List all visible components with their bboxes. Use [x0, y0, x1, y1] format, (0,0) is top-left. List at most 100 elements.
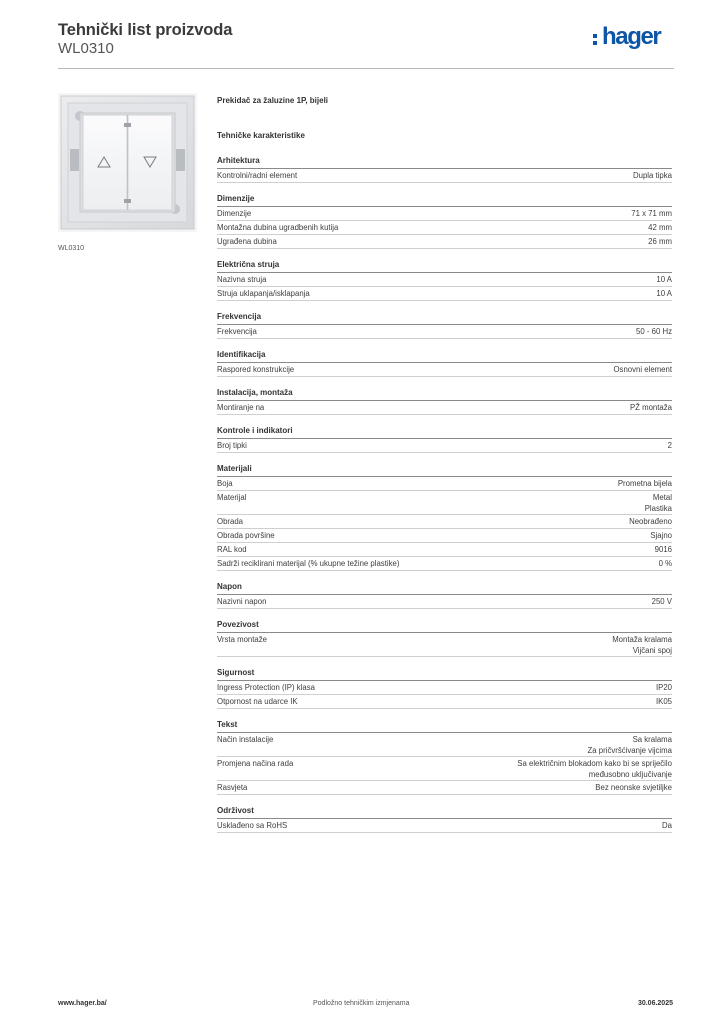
spec-label: Obrada površine: [217, 531, 275, 540]
section-title: Električna struja: [217, 260, 672, 273]
spec-label: Dimenzije: [217, 209, 252, 218]
spec-value: Osnovni element: [613, 365, 672, 374]
spec-label: Ugrađena dubina: [217, 237, 277, 246]
spec-value: Dupla tipka: [632, 171, 672, 180]
spec-label: Frekvencija: [217, 327, 257, 336]
product-image: [58, 93, 197, 232]
spec-value: 50 - 60 Hz: [636, 327, 672, 336]
spec-label: Raspored konstrukcije: [217, 365, 295, 374]
spec-value: PŽ montaža: [629, 403, 672, 412]
spec-value: Montaža kralama Vijčani spoj: [612, 635, 672, 655]
spec-row: Način instalacije Sa kralama Za pričvršći…: [217, 733, 672, 757]
product-name: Prekidač za žaluzine 1P, bijeli: [217, 96, 329, 105]
spec-label: Promjena načina rada: [217, 759, 294, 768]
section-title: Povezivost: [217, 620, 672, 633]
spec-value: 71 x 71 mm: [631, 209, 672, 218]
section-title: Održivost: [217, 806, 672, 819]
spec-row: Broj tipki 2: [217, 439, 672, 453]
spec-value: 10 A: [656, 289, 672, 298]
spec-row: Sadrži reciklirani materijal (% ukupne t…: [217, 557, 672, 571]
spec-label: Montažna dubina ugradbenih kutija: [217, 223, 339, 232]
spec-label: Način instalacije: [217, 735, 274, 744]
spec-label: Struja uklapanja/isklapanja: [217, 289, 310, 298]
spec-row: Promjena načina rada Sa električnim bloka…: [217, 757, 672, 781]
spec-label: Broj tipki: [217, 441, 247, 450]
spec-value: Sa električnim blokadom kako bi se sprij…: [517, 759, 672, 779]
spec-row: RAL kod 9016: [217, 543, 672, 557]
spec-row: Nazivni napon 250 V: [217, 595, 672, 609]
spec-label: Montiranje na: [217, 403, 265, 412]
section-title: Napon: [217, 582, 672, 595]
spec-value: 2: [667, 441, 672, 450]
spec-label: RAL kod: [217, 545, 247, 554]
spec-row: Ugrađena dubina 26 mm: [217, 235, 672, 249]
spec-value: IK05: [655, 697, 672, 706]
spec-value: Neobrađeno: [629, 517, 672, 526]
spec-row: Rasvjeta Bez neonske svjetiljke: [217, 781, 672, 795]
logo-dots-icon: [593, 34, 599, 48]
spec-row: Kontrolni/radni element Dupla tipka: [217, 169, 672, 183]
spec-label: Nazivni napon: [217, 597, 267, 606]
spec-row: Dimenzije 71 x 71 mm: [217, 207, 672, 221]
logo-text: hager: [602, 23, 662, 50]
section-title: Identifikacija: [217, 350, 672, 363]
spec-value: Prometna bijela: [617, 479, 672, 488]
footer-date: 30.06.2025: [637, 1000, 673, 1007]
spec-heading: Tehničke karakteristike: [217, 131, 305, 140]
spec-value: Sjajno: [650, 531, 672, 540]
spec-row: Struja uklapanja/isklapanja 10 A: [217, 287, 672, 301]
spec-value: 0 %: [658, 559, 672, 568]
spec-value: 10 A: [656, 275, 672, 284]
spec-value: IP20: [655, 683, 672, 692]
spec-label: Sadrži reciklirani materijal (% ukupne t…: [217, 559, 400, 568]
spec-row: Frekvencija 50 - 60 Hz: [217, 325, 672, 339]
footer-website-link[interactable]: www.hager.ba/: [58, 1000, 107, 1007]
spec-label: Rasvjeta: [217, 783, 248, 792]
spec-row: Usklađeno sa RoHS Da: [217, 819, 672, 833]
spec-row: Vrsta montaže Montaža kralama Vijčani spo…: [217, 633, 672, 657]
spec-value: Metal Plastika: [644, 493, 672, 513]
spec-label: Usklađeno sa RoHS: [217, 821, 288, 830]
spec-value: Da: [662, 821, 672, 830]
section-title: Dimenzije: [217, 194, 672, 207]
spec-row: Montiranje na PŽ montaža: [217, 401, 672, 415]
section-title: Frekvencija: [217, 312, 672, 325]
spec-label: Vrsta montaže: [217, 635, 267, 644]
footer-notice: Podložno tehničkim izmjenama: [313, 1000, 410, 1007]
down-arrow-icon: [143, 156, 157, 168]
hager-logo[interactable]: hager: [593, 23, 677, 55]
section-title: Instalacija, montaža: [217, 388, 672, 401]
spec-value: Bez neonske svjetiljke: [595, 783, 672, 792]
page-title: Tehnički list proizvoda: [58, 21, 233, 39]
spec-value: 250 V: [651, 597, 672, 606]
spec-value: 9016: [654, 545, 672, 554]
section-title: Kontrole i indikatori: [217, 426, 672, 439]
spec-value: 26 mm: [648, 237, 672, 246]
spec-label: Kontrolni/radni element: [217, 171, 298, 180]
header-divider: [58, 68, 674, 69]
section-title: Arhitektura: [217, 156, 672, 169]
section-title: Sigurnost: [217, 668, 672, 681]
section-title: Tekst: [217, 720, 672, 733]
spec-row: Obrada površine Sjajno: [217, 529, 672, 543]
product-code: WL0310: [58, 40, 114, 57]
spec-value: Sa kralama Za pričvršćivanje vijcima: [587, 735, 672, 755]
spec-row: Raspored konstrukcije Osnovni element: [217, 363, 672, 377]
spec-table: Prekidač za žaluzine 1P, bijeli Tehničke…: [217, 95, 672, 844]
